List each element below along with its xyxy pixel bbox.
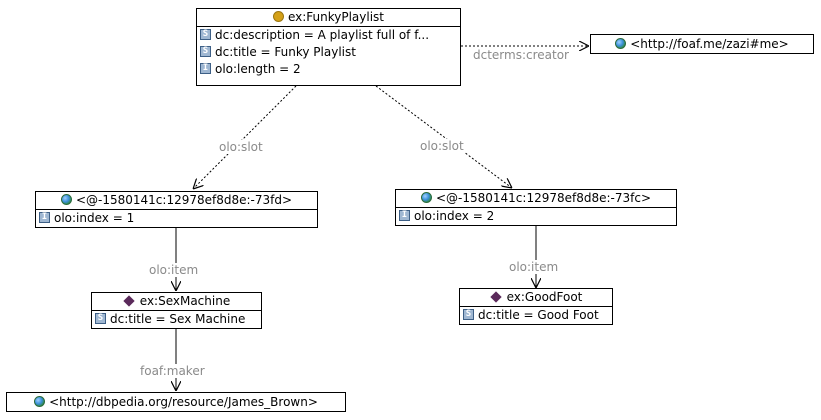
node-title: ex:SexMachine [139, 294, 231, 308]
edge-slot-left-label: olo:slot [218, 140, 264, 154]
property-text: olo:index = 1 [54, 211, 135, 225]
edge-slot-right-line [375, 85, 512, 188]
node-title: <http://foaf.me/zazi#me> [630, 37, 789, 51]
string-literal-icon: S [463, 309, 474, 320]
property-text: dc:title = Good Foot [478, 308, 599, 322]
integer-literal-icon: I [200, 63, 211, 74]
string-literal-icon: S [200, 29, 211, 40]
class-icon [272, 11, 284, 22]
property-text: olo:index = 2 [414, 209, 495, 223]
node-creator[interactable]: <http://foaf.me/zazi#me> [590, 34, 814, 54]
node-title: ex:FunkyPlaylist [287, 10, 385, 24]
edge-maker-label: foaf:maker [139, 364, 206, 378]
property-text: olo:length = 2 [215, 62, 301, 76]
edge-item-left-label: olo:item [148, 263, 200, 277]
property-text: dc:title = Sex Machine [110, 312, 246, 326]
string-literal-icon: S [95, 313, 106, 324]
integer-literal-icon: I [399, 210, 410, 221]
node-title: ex:GoodFoot [506, 290, 583, 304]
node-title: <@-1580141c:12978ef8d8e:-73fd> [75, 193, 293, 207]
edge-item-right-label: olo:item [508, 260, 560, 274]
edge-creator-label: dcterms:creator [472, 48, 570, 62]
property-text: dc:title = Funky Playlist [215, 45, 356, 59]
instance-icon [123, 294, 135, 307]
node-james-brown[interactable]: <http://dbpedia.org/resource/James_Brown… [6, 392, 346, 412]
integer-literal-icon: I [39, 212, 50, 223]
node-title: <http://dbpedia.org/resource/James_Brown… [49, 395, 318, 409]
edge-slot-left-line [193, 85, 297, 189]
globe-icon [60, 194, 72, 205]
instance-icon [489, 290, 502, 303]
globe-icon [420, 192, 432, 203]
globe-icon [615, 38, 627, 49]
property-text: dc:description = A playlist full of f... [215, 28, 430, 42]
node-title: <@-1580141c:12978ef8d8e:-73fc> [435, 191, 652, 205]
string-literal-icon: S [200, 46, 211, 57]
globe-icon [34, 396, 46, 407]
edge-slot-right-label: olo:slot [419, 139, 465, 153]
